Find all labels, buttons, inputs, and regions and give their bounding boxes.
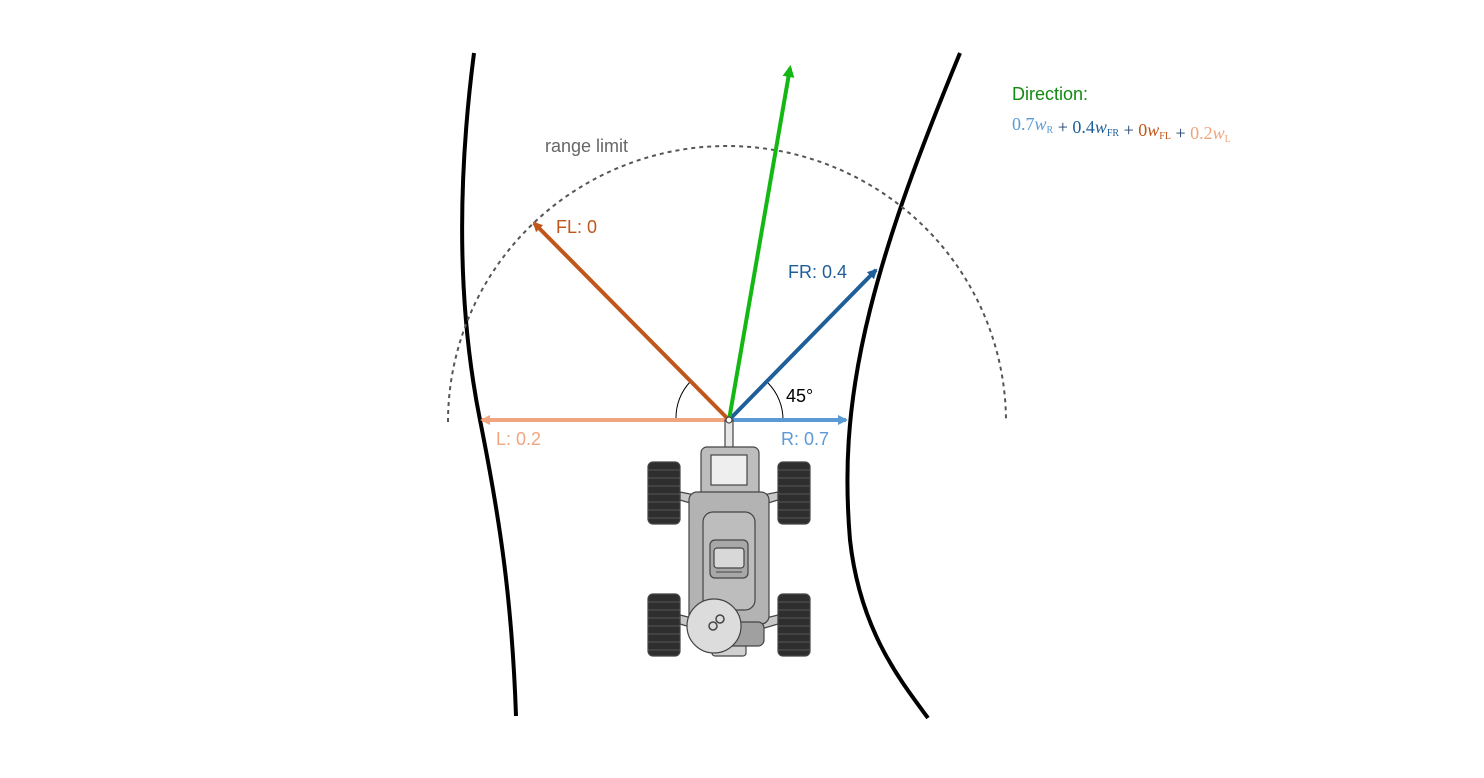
formula-subscript: FR bbox=[1107, 128, 1120, 139]
range-limit-arc bbox=[447, 145, 1007, 423]
robot-icon bbox=[647, 416, 811, 657]
formula-operator: + bbox=[1053, 117, 1072, 137]
formula-operator: + bbox=[1119, 120, 1138, 140]
vector-fr-arrow bbox=[727, 268, 878, 422]
formula-variable: w bbox=[1095, 117, 1107, 137]
left-boundary-line bbox=[460, 52, 518, 717]
formula-subscript: L bbox=[1225, 134, 1231, 145]
formula-coefficient: 0 bbox=[1138, 120, 1147, 140]
range-limit-label: range limit bbox=[545, 136, 628, 156]
vector-r-label: R: 0.7 bbox=[781, 429, 829, 449]
formula-coefficient: 0.2 bbox=[1190, 123, 1213, 143]
formula-subscript: R bbox=[1047, 125, 1054, 136]
formula-coefficient: 0.4 bbox=[1072, 117, 1095, 137]
direction-title: Direction: bbox=[1012, 84, 1088, 104]
angle-label: 45° bbox=[786, 386, 813, 406]
vector-fl-label: FL: 0 bbox=[556, 217, 597, 237]
vector-fr-label: FR: 0.4 bbox=[788, 262, 847, 282]
angle-arc-right bbox=[767, 382, 784, 421]
formula-variable: w bbox=[1147, 120, 1159, 140]
formula-variable: w bbox=[1035, 114, 1047, 134]
formula-operator: + bbox=[1171, 123, 1190, 143]
formula-variable: w bbox=[1213, 123, 1225, 143]
angle-arc-left bbox=[675, 381, 691, 419]
direction-formula: 0.7wR + 0.4wFR + 0wFL + 0.2wL bbox=[1012, 114, 1231, 145]
result-direction-arrow bbox=[727, 65, 795, 421]
right-boundary-line bbox=[845, 52, 962, 720]
formula-coefficient: 0.7 bbox=[1012, 114, 1035, 134]
vector-l-label: L: 0.2 bbox=[496, 429, 541, 449]
vector-fl-arrow bbox=[532, 221, 731, 422]
formula-subscript: FL bbox=[1159, 131, 1171, 142]
